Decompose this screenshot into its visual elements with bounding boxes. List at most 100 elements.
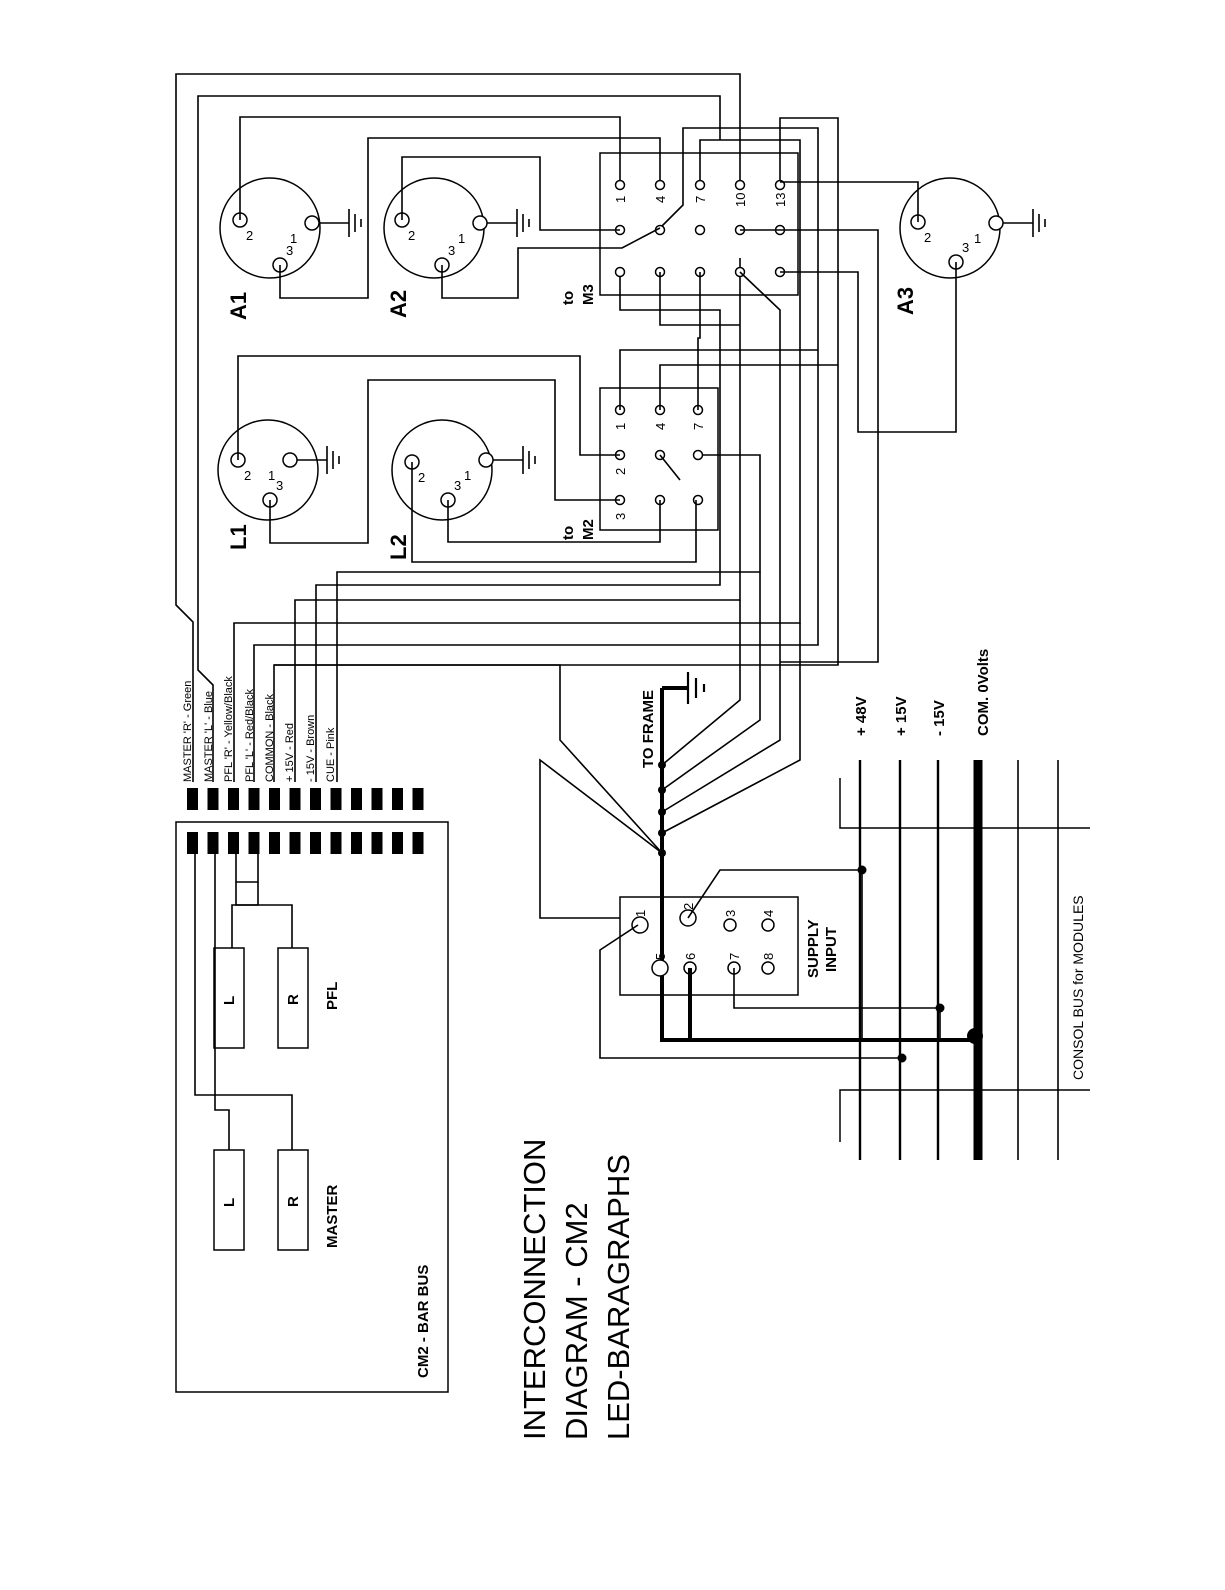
title-line-2: DIAGRAM - CM2 bbox=[559, 1202, 594, 1440]
wire-l1-pin3 bbox=[269, 379, 620, 544]
harness-wire-labels: MASTER 'R' - Green MASTER 'L' - Blue PFL… bbox=[182, 676, 337, 782]
wire-label-common: COMMON - Black bbox=[264, 694, 276, 783]
supply-pin-label: 7 bbox=[727, 953, 742, 960]
title-line-3: LED-BARAGRAPHS bbox=[601, 1154, 636, 1440]
wire-minus-15v bbox=[315, 272, 721, 782]
frame-ground-icon bbox=[662, 672, 706, 704]
xlr-pin bbox=[478, 452, 494, 468]
ground-icon bbox=[493, 446, 536, 474]
xlr-pin-label: 3 bbox=[276, 478, 283, 493]
pfl-label: PFL bbox=[324, 982, 341, 1010]
harness-wires bbox=[175, 73, 839, 782]
wire-l2-pin3 bbox=[447, 500, 661, 543]
wire-a1-pin3 bbox=[279, 137, 661, 299]
wire-master-r-internal bbox=[194, 840, 293, 1150]
connector-label-l2: L2 bbox=[386, 534, 411, 560]
xlr-pin-label: 2 bbox=[924, 230, 931, 245]
wire-common bbox=[273, 117, 839, 782]
diagram-title: INTERCONNECTION DIAGRAM - CM2 LED-BARAGR… bbox=[517, 1139, 636, 1440]
supply-pin-label: 5 bbox=[653, 953, 668, 960]
bar-bus-pad-row bbox=[187, 832, 424, 854]
m3-connector-box bbox=[599, 152, 799, 296]
wire-supply-pin2 bbox=[687, 869, 863, 1040]
m2-pin-label: 1 bbox=[613, 423, 628, 430]
wire-l2-pin2 bbox=[411, 462, 697, 563]
wire-plus-15v bbox=[294, 258, 741, 782]
xlr-pin bbox=[988, 215, 1004, 231]
bus-pad bbox=[187, 832, 198, 854]
xlr-pin-label: 2 bbox=[418, 470, 425, 485]
harness-pad-row bbox=[187, 788, 424, 810]
connector-label-a3: A3 bbox=[893, 287, 918, 315]
wire-label-master-l: MASTER 'L' - Blue bbox=[203, 691, 215, 782]
wire-label-plus-15v: + 15V - Red bbox=[284, 723, 296, 782]
supply-pin-label: 4 bbox=[761, 910, 776, 917]
wire-label-master-r: MASTER 'R' - Green bbox=[182, 681, 194, 782]
rail-label-minus-15v: - 15V bbox=[931, 700, 948, 736]
m3-pin bbox=[614, 179, 626, 191]
to-m2-label-b: M2 bbox=[580, 519, 597, 540]
bus-pad bbox=[289, 832, 301, 854]
harness-pad bbox=[412, 788, 424, 810]
wire-m2-pin1-link bbox=[619, 349, 818, 410]
meter-master-l-label: L bbox=[221, 1198, 238, 1207]
wire-label-cue: CUE - Pink bbox=[325, 727, 337, 782]
wire-a2-pin3 bbox=[441, 227, 661, 299]
supply-pin bbox=[761, 918, 775, 932]
xlr-l1: 123 bbox=[217, 419, 340, 521]
bar-bus-label: CM2 - BAR BUS bbox=[415, 1265, 432, 1378]
wire-master-l bbox=[197, 95, 721, 782]
harness-pad bbox=[269, 788, 280, 810]
supply-pin-label: 3 bbox=[723, 910, 738, 917]
master-label: MASTER bbox=[324, 1185, 341, 1249]
harness-pad bbox=[289, 788, 301, 810]
xlr-pin-label: 1 bbox=[464, 468, 471, 483]
xlr-pin-label: 3 bbox=[448, 243, 455, 258]
wire-l1-pin2 bbox=[237, 355, 620, 460]
wire-pfl-l bbox=[253, 127, 819, 782]
harness-pad bbox=[330, 788, 342, 810]
connector-wiring bbox=[237, 116, 957, 663]
m2-pin bbox=[692, 449, 704, 461]
wire-supply-pin1 bbox=[599, 924, 902, 1059]
xlr-pin-label: 1 bbox=[458, 231, 465, 246]
wire-label-pfl-l: PFL 'L' - Red/Black bbox=[244, 688, 256, 782]
connector-label-a2: A2 bbox=[386, 290, 411, 318]
consol-bus-break-top bbox=[839, 778, 1090, 829]
supply-pin bbox=[631, 916, 649, 934]
m3-pin-label: 7 bbox=[693, 196, 708, 203]
xlr-pin-label: 2 bbox=[244, 468, 251, 483]
power-rails bbox=[839, 760, 1090, 1160]
to-m3-label-b: M3 bbox=[580, 284, 597, 305]
meter-master-r bbox=[277, 1149, 309, 1251]
supply-pin-label: 1 bbox=[633, 910, 648, 917]
bus-pad bbox=[330, 832, 342, 854]
wire-m3-row3 bbox=[659, 272, 740, 326]
m2-pin-label: 3 bbox=[613, 513, 628, 520]
harness-pad bbox=[351, 788, 362, 810]
harness-pad bbox=[207, 788, 219, 810]
common-ground-line bbox=[660, 688, 975, 1042]
m3-pin-label: 10 bbox=[733, 193, 748, 207]
wire-master-l-internal bbox=[214, 840, 230, 1150]
xlr-pin-label: 1 bbox=[974, 231, 981, 246]
wire-master-r bbox=[175, 73, 741, 782]
to-frame-label: TO FRAME bbox=[640, 690, 657, 768]
wire-pfl-r-internal bbox=[235, 882, 293, 948]
wire-a3-pin3 bbox=[780, 262, 957, 433]
wire-a2-pin2 bbox=[401, 156, 620, 231]
xlr-a3: 123 bbox=[899, 177, 1046, 279]
harness-pad bbox=[392, 788, 403, 810]
bus-pad bbox=[392, 832, 403, 854]
bus-pad bbox=[310, 832, 321, 854]
bus-pad bbox=[228, 832, 239, 854]
xlr-pin-label: 3 bbox=[286, 243, 293, 258]
m3-pin-label: 1 bbox=[613, 196, 628, 203]
m3-pin bbox=[654, 179, 666, 191]
xlr-pin bbox=[282, 452, 298, 468]
m2-pin bbox=[692, 494, 704, 506]
to-m2-label-a: to bbox=[560, 526, 577, 540]
supply-pin-label: 6 bbox=[683, 953, 698, 960]
xlr-a2: 123 bbox=[383, 177, 530, 279]
